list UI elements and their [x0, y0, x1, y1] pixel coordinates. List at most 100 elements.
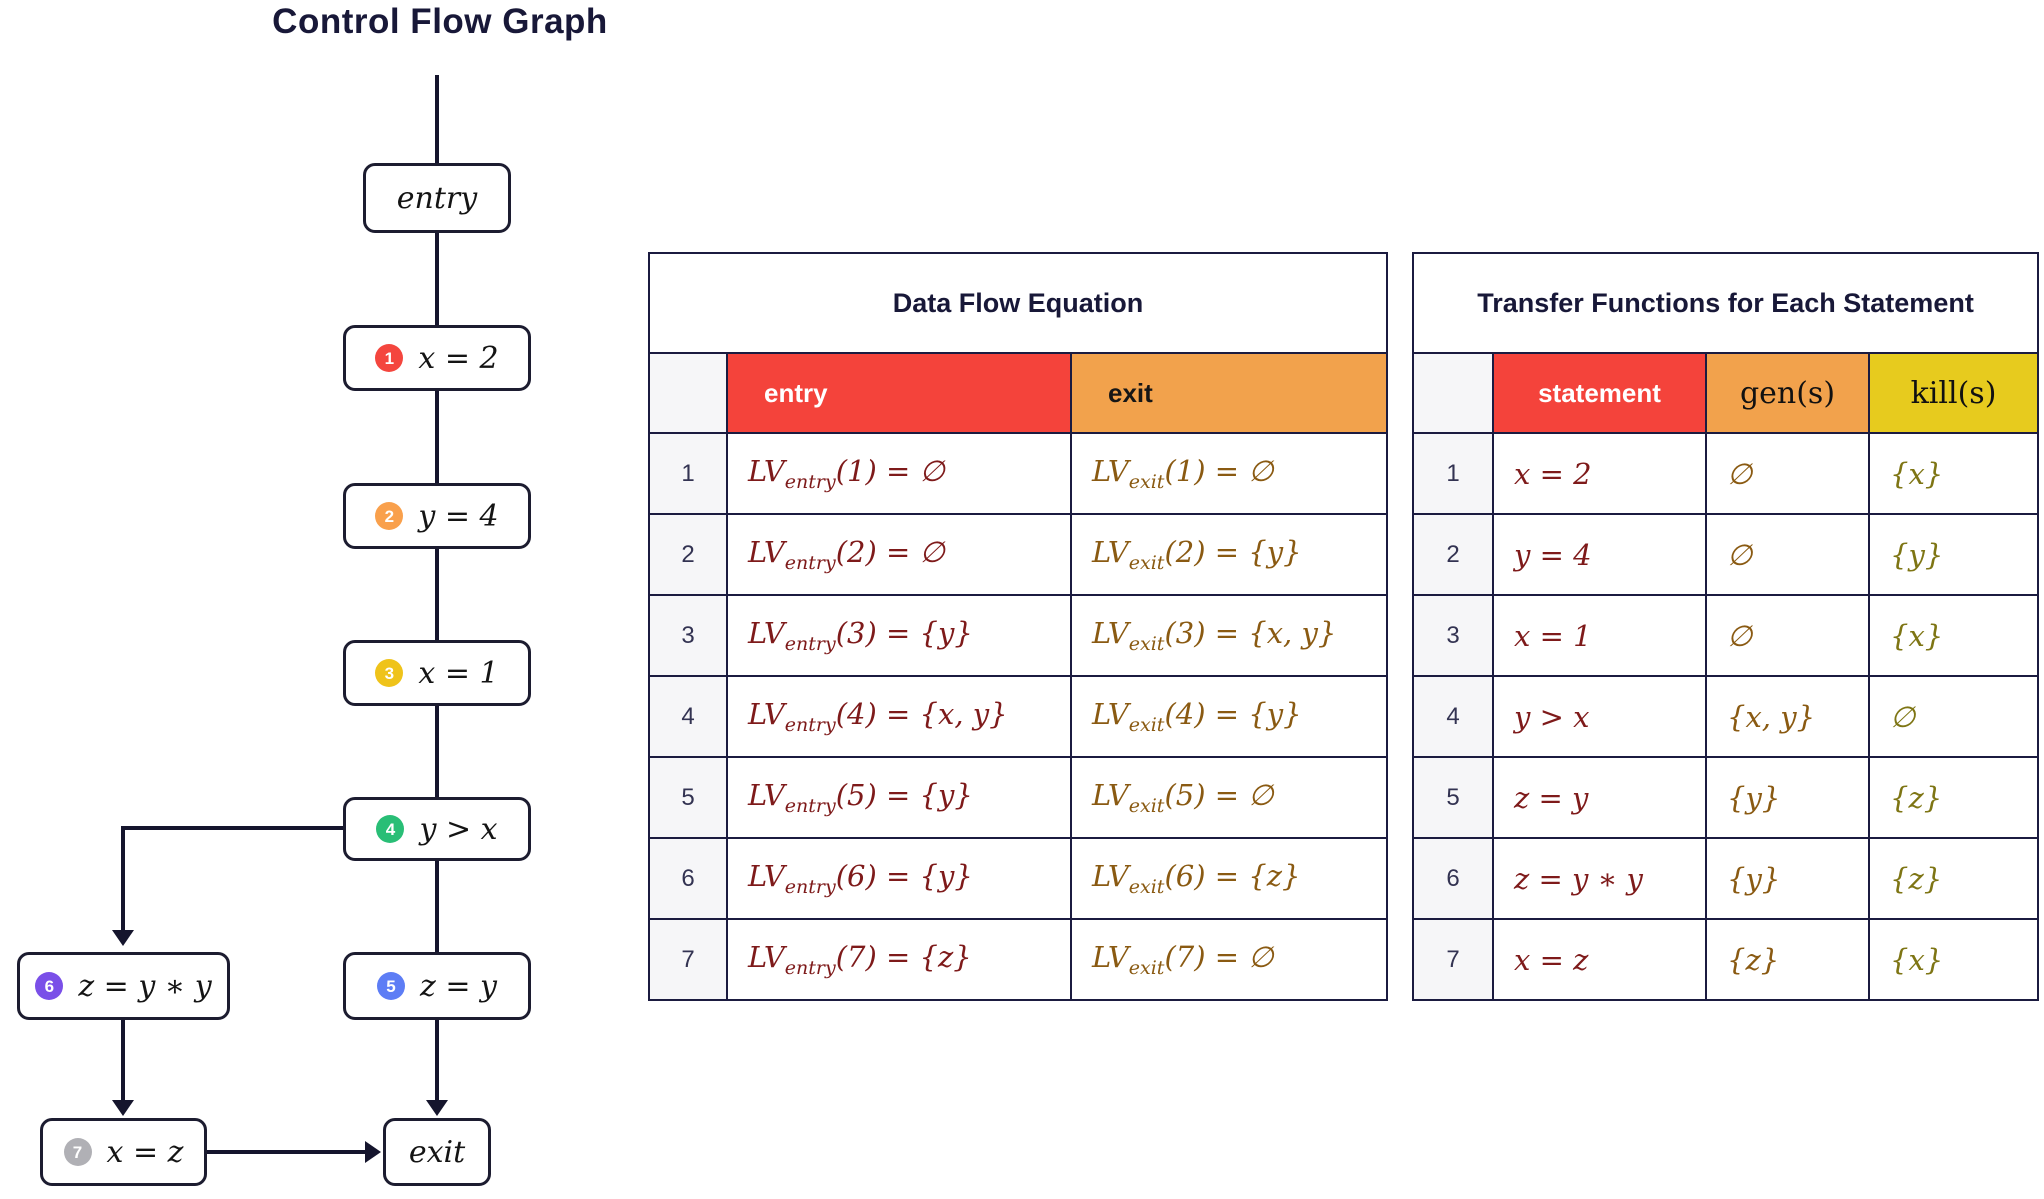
badge-6: 6 — [35, 972, 64, 1000]
lv-entry-equation: LVentry(4) = {x, y} — [726, 675, 1072, 758]
equation-base: LV — [748, 859, 785, 894]
edge-7-to-exit — [207, 1150, 367, 1154]
data-flow-table-title: Data Flow Equation — [647, 252, 1389, 354]
equation-rest: (2) = ∅ — [835, 535, 945, 570]
equation-rest: (7) = {z} — [835, 940, 972, 975]
equation-rest: (1) = ∅ — [835, 454, 945, 489]
table-row: 5 z = y {y} {z} — [1412, 756, 2040, 839]
arrowhead-4-to-6 — [112, 930, 134, 946]
equation-rest: (3) = {y} — [835, 616, 973, 651]
equation-rest: (6) = {y} — [835, 859, 973, 894]
kill-set-cell: {x} — [1867, 594, 2040, 677]
equation-subscript: entry — [784, 470, 836, 493]
equation-subscript: exit — [1128, 713, 1165, 736]
equation-base: LV — [1092, 859, 1129, 894]
lv-entry-equation: LVentry(6) = {y} — [726, 837, 1072, 920]
table-row: 7 LVentry(7) = {z} LVexit(7) = ∅ — [648, 918, 1389, 1001]
equation-rest: (4) = {x, y} — [835, 697, 1008, 732]
row-number: 3 — [1412, 594, 1494, 677]
badge-2: 2 — [375, 502, 404, 530]
row-number: 2 — [648, 513, 728, 596]
equation-subscript: entry — [784, 794, 836, 817]
edge-1-to-2 — [435, 391, 439, 483]
equation-base: LV — [748, 454, 785, 489]
lv-exit-equation: LVexit(7) = ∅ — [1069, 918, 1389, 1001]
table-row: 4 y > x {x, y} ∅ — [1412, 675, 2040, 758]
cfg-node-1: 1 x = 2 — [343, 325, 531, 391]
table-header-row: entry exit — [648, 352, 1389, 434]
arrowhead-5-to-exit — [426, 1100, 448, 1116]
cfg-node-2-label: y = 4 — [418, 498, 499, 534]
table-title-row: Data Flow Equation — [647, 252, 1389, 354]
cfg-title: Control Flow Graph — [272, 2, 608, 41]
equation-subscript: entry — [784, 875, 836, 898]
statement-cell: x = 2 — [1492, 432, 1707, 515]
equation-subscript: exit — [1128, 551, 1165, 574]
statement-cell: y > x — [1492, 675, 1707, 758]
row-number: 5 — [648, 756, 728, 839]
equation-base: LV — [748, 616, 785, 651]
equation-base: LV — [748, 778, 785, 813]
edge-5-to-exit — [435, 1020, 439, 1102]
row-number: 4 — [1412, 675, 1494, 758]
table-row: 5 LVentry(5) = {y} LVexit(5) = ∅ — [648, 756, 1389, 839]
kill-set-cell: {z} — [1867, 837, 2040, 920]
cfg-node-6: 6 z = y ∗ y — [17, 952, 230, 1020]
gen-set-cell: {x, y} — [1705, 675, 1870, 758]
row-number: 6 — [648, 837, 728, 920]
lv-entry-equation: LVentry(7) = {z} — [726, 918, 1072, 1001]
equation-subscript: exit — [1128, 632, 1165, 655]
equation-subscript: exit — [1128, 875, 1165, 898]
row-number: 1 — [648, 432, 728, 515]
equation-rest: (5) = {y} — [835, 778, 973, 813]
edge-entry-to-1 — [435, 233, 439, 325]
gen-set-cell: {z} — [1705, 918, 1870, 1001]
row-number: 7 — [648, 918, 728, 1001]
badge-3: 3 — [375, 659, 404, 687]
lv-entry-equation: LVentry(3) = {y} — [726, 594, 1072, 677]
kill-set-cell: {y} — [1867, 513, 2040, 596]
table-row: 1 LVentry(1) = ∅ LVexit(1) = ∅ — [648, 432, 1389, 515]
equation-rest: (7) = ∅ — [1164, 940, 1274, 975]
equation-subscript: exit — [1128, 956, 1165, 979]
cfg-node-3-label: x = 1 — [418, 655, 499, 691]
gen-set-cell: {y} — [1705, 756, 1870, 839]
row-number: 3 — [648, 594, 728, 677]
statement-cell: x = 1 — [1492, 594, 1707, 677]
data-flow-equation-table: Data Flow Equation entry exit 1 LVentry(… — [647, 252, 1389, 1001]
lv-entry-equation: LVentry(5) = {y} — [726, 756, 1072, 839]
cfg-node-5: 5 z = y — [343, 952, 531, 1020]
badge-4: 4 — [376, 815, 405, 843]
arrowhead-7-to-exit — [365, 1141, 381, 1163]
table-row: 2 LVentry(2) = ∅ LVexit(2) = {y} — [648, 513, 1389, 596]
equation-subscript: entry — [784, 632, 836, 655]
equation-subscript: entry — [784, 956, 836, 979]
equation-base: LV — [748, 940, 785, 975]
gen-set-cell: {y} — [1705, 837, 1870, 920]
cfg-node-entry: entry — [363, 163, 511, 233]
cfg-node-6-label: z = y ∗ y — [78, 968, 212, 1004]
column-header-kill: kill(s) — [1867, 352, 2040, 434]
column-header-exit: exit — [1069, 352, 1389, 434]
equation-rest: (3) = {x, y} — [1164, 616, 1337, 651]
equation-base: LV — [1092, 940, 1129, 975]
table-title-row: Transfer Functions for Each Statement — [1411, 252, 2040, 354]
edge-4-to-5 — [435, 860, 439, 952]
cfg-node-4-label: y > x — [419, 811, 498, 847]
equation-base: LV — [748, 697, 785, 732]
statement-cell: y = 4 — [1492, 513, 1707, 596]
column-header-statement: statement — [1492, 352, 1707, 434]
equation-subscript: entry — [784, 551, 836, 574]
row-number: 4 — [648, 675, 728, 758]
kill-set-cell: {x} — [1867, 432, 2040, 515]
equation-base: LV — [1092, 778, 1129, 813]
lv-exit-equation: LVexit(1) = ∅ — [1069, 432, 1389, 515]
table-row: 3 x = 1 ∅ {x} — [1412, 594, 2040, 677]
edge-6-to-7 — [121, 1020, 125, 1102]
equation-subscript: entry — [784, 713, 836, 736]
table-row: 6 z = y ∗ y {y} {z} — [1412, 837, 2040, 920]
edge-3-to-4 — [435, 706, 439, 797]
cfg-node-7: 7 x = z — [40, 1118, 207, 1186]
table-row: 6 LVentry(6) = {y} LVexit(6) = {z} — [648, 837, 1389, 920]
